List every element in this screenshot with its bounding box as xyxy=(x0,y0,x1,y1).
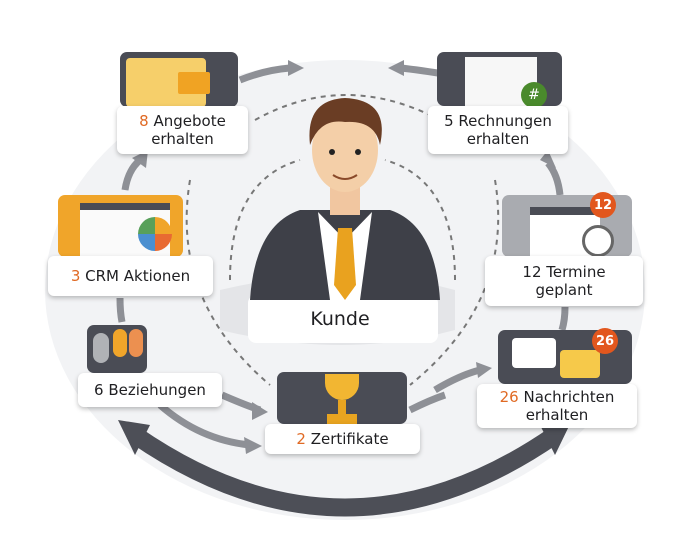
nachrichten-label: Nachrichten xyxy=(523,388,615,406)
termine-count: 12 xyxy=(522,263,542,281)
zertifikate-label: Zertifikate xyxy=(310,430,389,448)
rechnungen-label: Rechnungen xyxy=(458,112,552,130)
people-group-icon xyxy=(87,325,147,373)
center-label: Kunde xyxy=(310,308,370,330)
angebote-count: 8 xyxy=(139,112,149,130)
nachrichten-badge: 26 xyxy=(592,328,618,354)
nachrichten-label-2: erhalten xyxy=(525,406,589,424)
crm-count: 3 xyxy=(70,267,81,285)
node-beziehungen[interactable]: 6 Beziehungen xyxy=(78,373,222,407)
invoice-checklist-icon: # xyxy=(437,52,562,106)
zertifikate-count: 2 xyxy=(296,430,306,448)
angebote-label: Angebote xyxy=(153,112,226,130)
node-zertifikate[interactable]: 2 Zertifikate xyxy=(265,424,420,454)
beziehungen-label: Beziehungen xyxy=(108,381,206,399)
node-crm[interactable]: 3 CRM Aktionen xyxy=(48,256,213,296)
angebote-icon-tile xyxy=(120,52,238,107)
crm-label: CRM Aktionen xyxy=(85,267,191,285)
nachrichten-count: 26 xyxy=(499,388,519,406)
angebote-label-2: erhalten xyxy=(151,130,214,148)
crm-dashboard-icon xyxy=(58,195,183,257)
termine-badge: 12 xyxy=(590,192,616,218)
rechnungen-label-2: erhalten xyxy=(466,130,530,148)
termine-label: Termine xyxy=(546,263,606,281)
rechnungen-count: 5 xyxy=(444,112,454,130)
termine-label-2: geplant xyxy=(535,281,593,299)
customer-avatar xyxy=(250,98,440,300)
trophy-icon xyxy=(277,372,407,424)
beziehungen-count: 6 xyxy=(94,381,104,399)
